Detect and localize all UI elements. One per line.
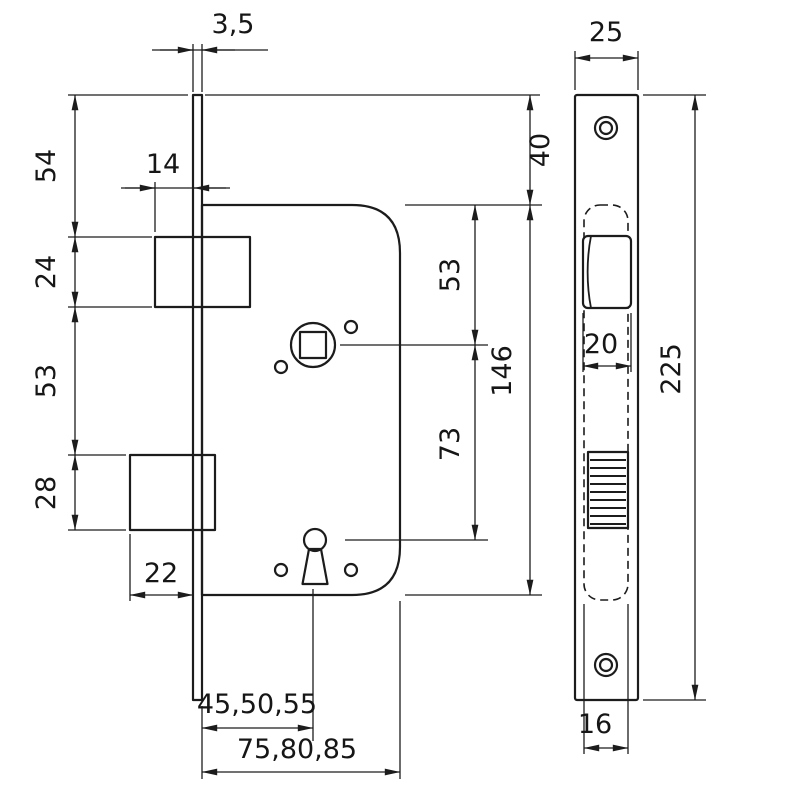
lock-case bbox=[200, 203, 402, 597]
latch-bolt-side bbox=[153, 235, 252, 309]
dim-label-case-height: 146 bbox=[487, 345, 518, 397]
screw-hole-bottom-inner bbox=[598, 657, 614, 673]
dim-label-plate-top-to-latch: 54 bbox=[31, 149, 62, 183]
deadbolt-ridges bbox=[590, 459, 626, 525]
dim-label-backset-options: 45,50,55 bbox=[197, 689, 317, 720]
dim-label-case-thickness: 16 bbox=[578, 709, 612, 740]
front-view bbox=[573, 93, 640, 702]
dim-label-plate-top-to-case-top: 40 bbox=[525, 133, 556, 167]
dim-label-case-top-to-follower: 53 bbox=[435, 258, 466, 292]
latch-bevel-line bbox=[586, 235, 592, 309]
follower-hub bbox=[289, 321, 337, 369]
dim-label-deadbolt-protrusion: 22 bbox=[144, 558, 178, 589]
dim-plate-width: 25 bbox=[574, 17, 639, 90]
screw-hole-top-outer bbox=[593, 115, 619, 141]
dim-backset-and-depth: 45,50,55 75,80,85 bbox=[197, 589, 401, 779]
fixing-hole-lower-left bbox=[273, 359, 289, 375]
faceplate-side bbox=[191, 93, 204, 702]
dimensions: 3,5 54 24 53 28 14 bbox=[31, 9, 706, 779]
dim-label-latch-to-deadbolt: 53 bbox=[31, 364, 62, 398]
faceplate-front bbox=[573, 93, 640, 702]
dim-label-plate-height: 225 bbox=[656, 343, 687, 395]
dim-plate-height: 225 bbox=[643, 94, 706, 701]
dim-left-chain: 54 24 53 28 bbox=[31, 94, 188, 531]
dim-case-thickness: 16 bbox=[578, 604, 629, 754]
deadbolt-side bbox=[128, 453, 217, 532]
hidden-case-outline bbox=[583, 204, 629, 601]
dim-label-follower-to-keyhole: 73 bbox=[435, 427, 466, 461]
dim-label-plate-width: 25 bbox=[589, 17, 623, 48]
latch-bolt-front bbox=[581, 234, 633, 310]
screw-hole-bottom-outer bbox=[593, 652, 619, 678]
fixing-hole-key-right bbox=[343, 562, 359, 578]
dim-deadbolt-protrusion: 22 bbox=[129, 534, 194, 601]
keyhole-circle bbox=[302, 527, 328, 553]
keyhole-flare bbox=[301, 547, 329, 586]
fixing-hole-key-left bbox=[273, 562, 289, 578]
dim-label-latch-height: 24 bbox=[31, 255, 62, 289]
dim-faceplate-thickness: 3,5 bbox=[152, 9, 268, 92]
dim-label-latch-width: 20 bbox=[584, 329, 618, 360]
dim-label-faceplate-thickness: 3,5 bbox=[212, 9, 255, 40]
screw-hole-top-inner bbox=[598, 120, 614, 136]
dim-hole-position-column: 53 73 bbox=[340, 204, 488, 541]
dim-label-deadbolt-height: 28 bbox=[31, 476, 62, 510]
dim-label-latch-protrusion: 14 bbox=[146, 149, 180, 180]
side-view bbox=[128, 93, 402, 702]
dim-latch-protrusion: 14 bbox=[121, 149, 230, 232]
fixing-hole-upper-right bbox=[343, 319, 359, 335]
dim-label-case-depth-options: 75,80,85 bbox=[237, 734, 357, 765]
dim-latch-width: 20 bbox=[582, 313, 632, 372]
follower-square-spindle-hole bbox=[298, 330, 328, 360]
